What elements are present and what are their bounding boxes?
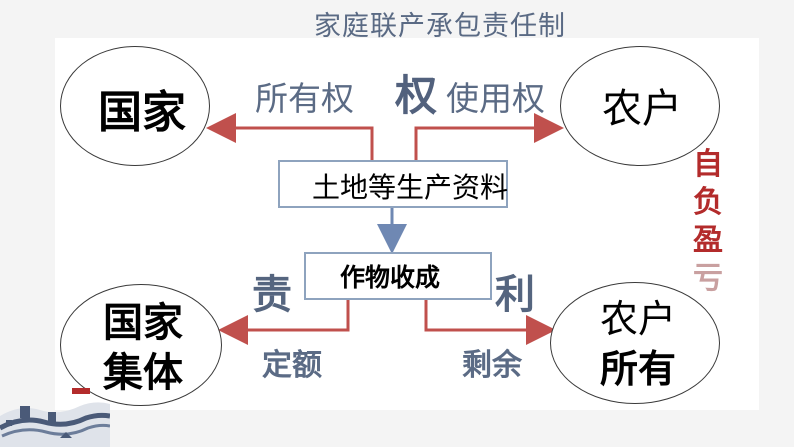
farmer-owned-ellipse [550, 282, 720, 404]
collective-label-line1: 国家 [103, 300, 183, 346]
side-char-3: 盈 [693, 223, 723, 258]
page-title: 家庭联产承包责任制 [314, 11, 566, 42]
land-box [278, 160, 508, 208]
farmer-label: 农户 [602, 86, 682, 132]
collective-ellipse [60, 284, 222, 406]
arrow-to-farmer-owned [424, 296, 556, 345]
arrow-to-state [206, 113, 374, 162]
responsibility-label: 责 [252, 272, 292, 318]
side-char-2: 负 [693, 185, 723, 220]
farmer-ellipse [560, 46, 720, 166]
surplus-label: 剩余 [462, 348, 522, 383]
quota-label: 定额 [262, 348, 322, 383]
crops-box [304, 252, 492, 300]
state-label: 国家 [98, 87, 186, 138]
farmer-owned-label-line2: 所有 [600, 347, 677, 391]
arrow-to-farmer [414, 113, 564, 162]
side-vertical-text: 自 负 盈 亏 [688, 146, 728, 298]
farmer-owned-label-line1: 农户 [600, 297, 677, 341]
collective-label-line2: 集体 [103, 350, 183, 396]
arrow-to-collective [218, 296, 350, 345]
land-box-text: 土地等生产资料 [312, 171, 509, 204]
ownership-label: 所有权 [255, 79, 354, 118]
usage-label: 使用权 [446, 79, 545, 118]
side-char-1: 自 [693, 147, 723, 182]
side-char-4: 亏 [693, 261, 723, 296]
right-label: 权 [395, 71, 438, 120]
profit-label: 利 [495, 272, 535, 318]
great-wall-icon [0, 402, 110, 447]
decorative-red-bar [72, 388, 90, 394]
state-ellipse [60, 46, 210, 166]
crops-box-text: 作物收成 [340, 263, 441, 292]
